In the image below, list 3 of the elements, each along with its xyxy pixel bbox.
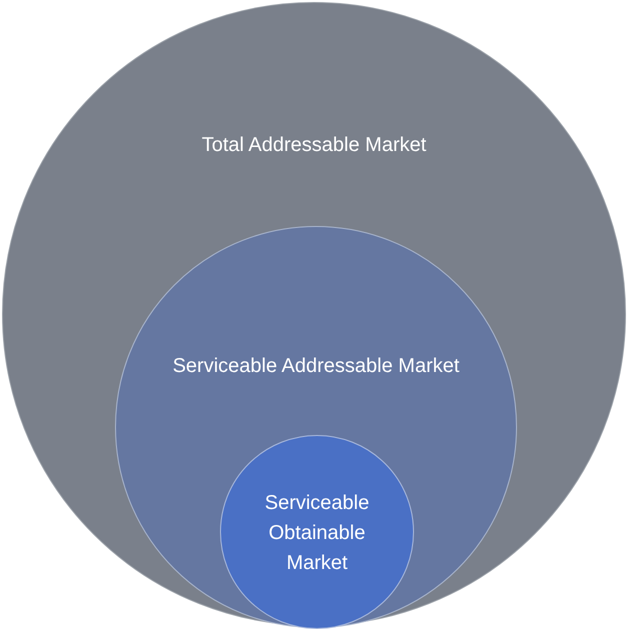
circle-label: Serviceable Obtainable Market: [264, 491, 370, 576]
circle-label: Serviceable Addressable Market: [172, 354, 460, 379]
circle-label: Total Addressable Market: [202, 133, 426, 158]
